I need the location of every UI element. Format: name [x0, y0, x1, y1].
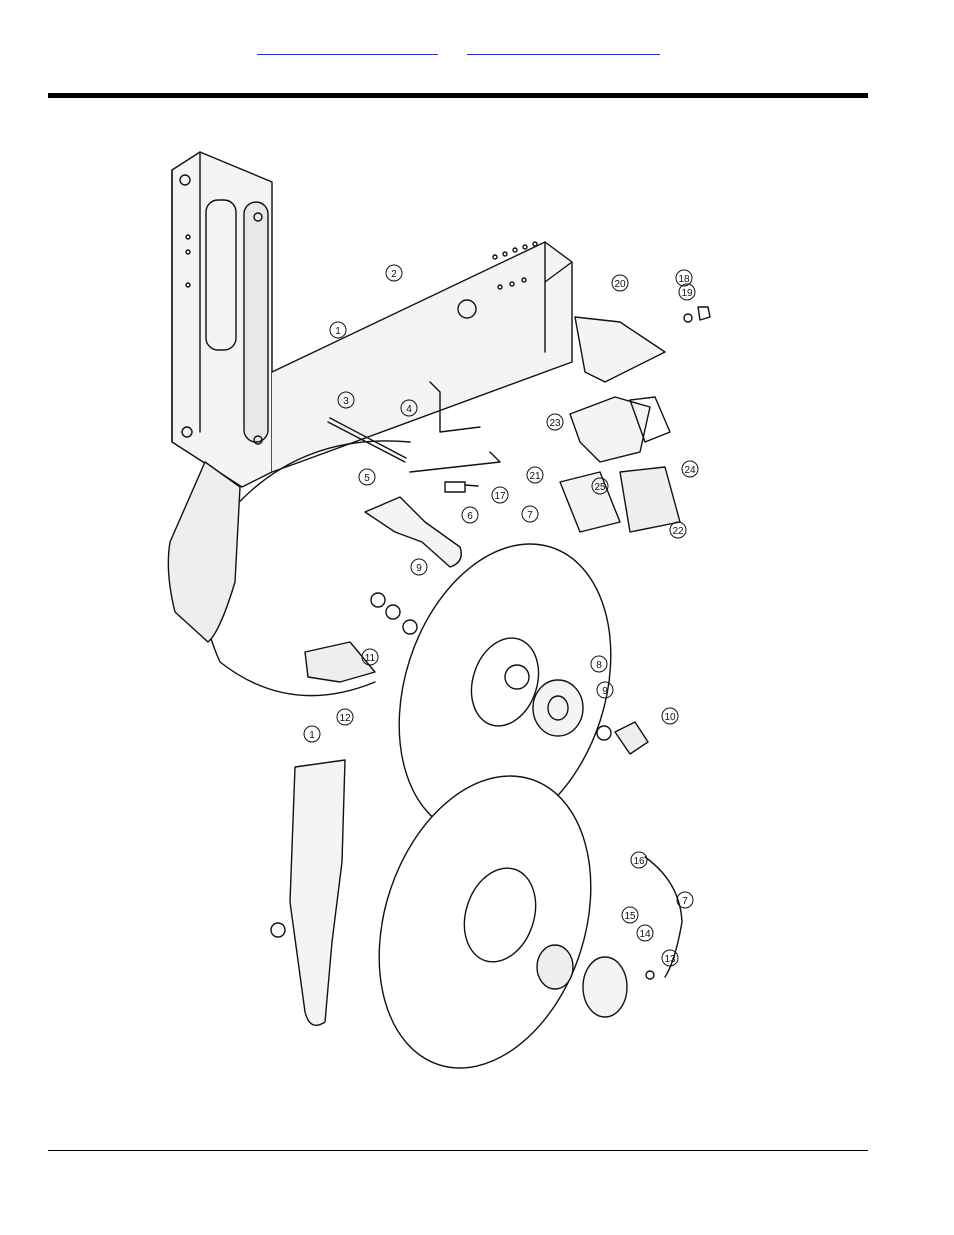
svg-text:12: 12	[339, 713, 351, 724]
svg-text:3: 3	[343, 396, 349, 407]
callout-12: 12	[336, 708, 354, 726]
callout-1: 1	[329, 321, 347, 339]
shank-bracket	[171, 151, 273, 488]
depth-bracket	[559, 306, 711, 533]
svg-text:18: 18	[678, 274, 690, 285]
svg-text:1: 1	[309, 730, 315, 741]
svg-text:7: 7	[527, 510, 533, 521]
svg-text:21: 21	[529, 471, 541, 482]
callout-11: 11	[361, 648, 379, 666]
callout-22: 22	[669, 521, 687, 539]
callout-3: 3	[337, 391, 355, 409]
callout-19: 19	[678, 283, 696, 301]
parts-exploded-diagram: 1 2 3 4 5 6 7 8 9 10 11 12 13 14 15 16 1…	[167, 151, 711, 1069]
callout-24: 24	[681, 460, 699, 478]
callout-17: 17	[491, 486, 509, 504]
svg-text:1: 1	[335, 326, 341, 337]
header-rule	[48, 93, 868, 98]
callout-9: 9	[410, 558, 428, 576]
svg-text:4: 4	[406, 404, 412, 415]
header-link-1[interactable]	[257, 38, 438, 55]
header-link-2[interactable]	[467, 38, 660, 55]
svg-text:7: 7	[682, 896, 688, 907]
callout-10: 10	[661, 707, 679, 725]
svg-text:19: 19	[681, 288, 693, 299]
callout-13: 13	[661, 949, 679, 967]
svg-text:20: 20	[614, 279, 626, 290]
svg-text:2: 2	[391, 269, 397, 280]
svg-text:23: 23	[549, 418, 561, 429]
callout-1b: 1	[303, 725, 321, 743]
scraper-blade	[167, 461, 241, 643]
svg-text:8: 8	[596, 660, 602, 671]
svg-text:5: 5	[364, 473, 370, 484]
svg-text:11: 11	[365, 653, 376, 664]
footer-rule	[48, 1150, 868, 1151]
seed-tube	[270, 759, 346, 1026]
svg-text:9: 9	[416, 563, 422, 574]
callout-5: 5	[358, 468, 376, 486]
svg-text:17: 17	[494, 491, 506, 502]
callout-14: 14	[636, 924, 654, 942]
callout-18: 18	[675, 269, 693, 287]
callout-25: 25	[591, 477, 609, 495]
svg-text:10: 10	[664, 712, 676, 723]
callout-23: 23	[546, 413, 564, 431]
svg-text:13: 13	[664, 954, 676, 965]
svg-text:24: 24	[684, 465, 696, 476]
svg-text:16: 16	[633, 856, 645, 867]
frame-arm	[271, 241, 573, 473]
svg-text:22: 22	[672, 526, 684, 537]
callout-20: 20	[611, 274, 629, 292]
callout-4: 4	[400, 399, 418, 417]
svg-text:25: 25	[594, 482, 606, 493]
callout-21: 21	[526, 466, 544, 484]
callout-6: 6	[461, 506, 479, 524]
callout-9b: 9	[596, 681, 614, 699]
callout-7b: 7	[676, 891, 694, 909]
callout-8: 8	[590, 655, 608, 673]
callout-7: 7	[521, 505, 539, 523]
svg-text:9: 9	[602, 686, 608, 697]
exploded-disc	[378, 775, 683, 1069]
svg-text:15: 15	[624, 911, 636, 922]
svg-text:14: 14	[639, 929, 651, 940]
callout-15: 15	[621, 906, 639, 924]
callout-16: 16	[630, 851, 648, 869]
callout-2: 2	[385, 264, 403, 282]
svg-text:6: 6	[467, 511, 473, 522]
